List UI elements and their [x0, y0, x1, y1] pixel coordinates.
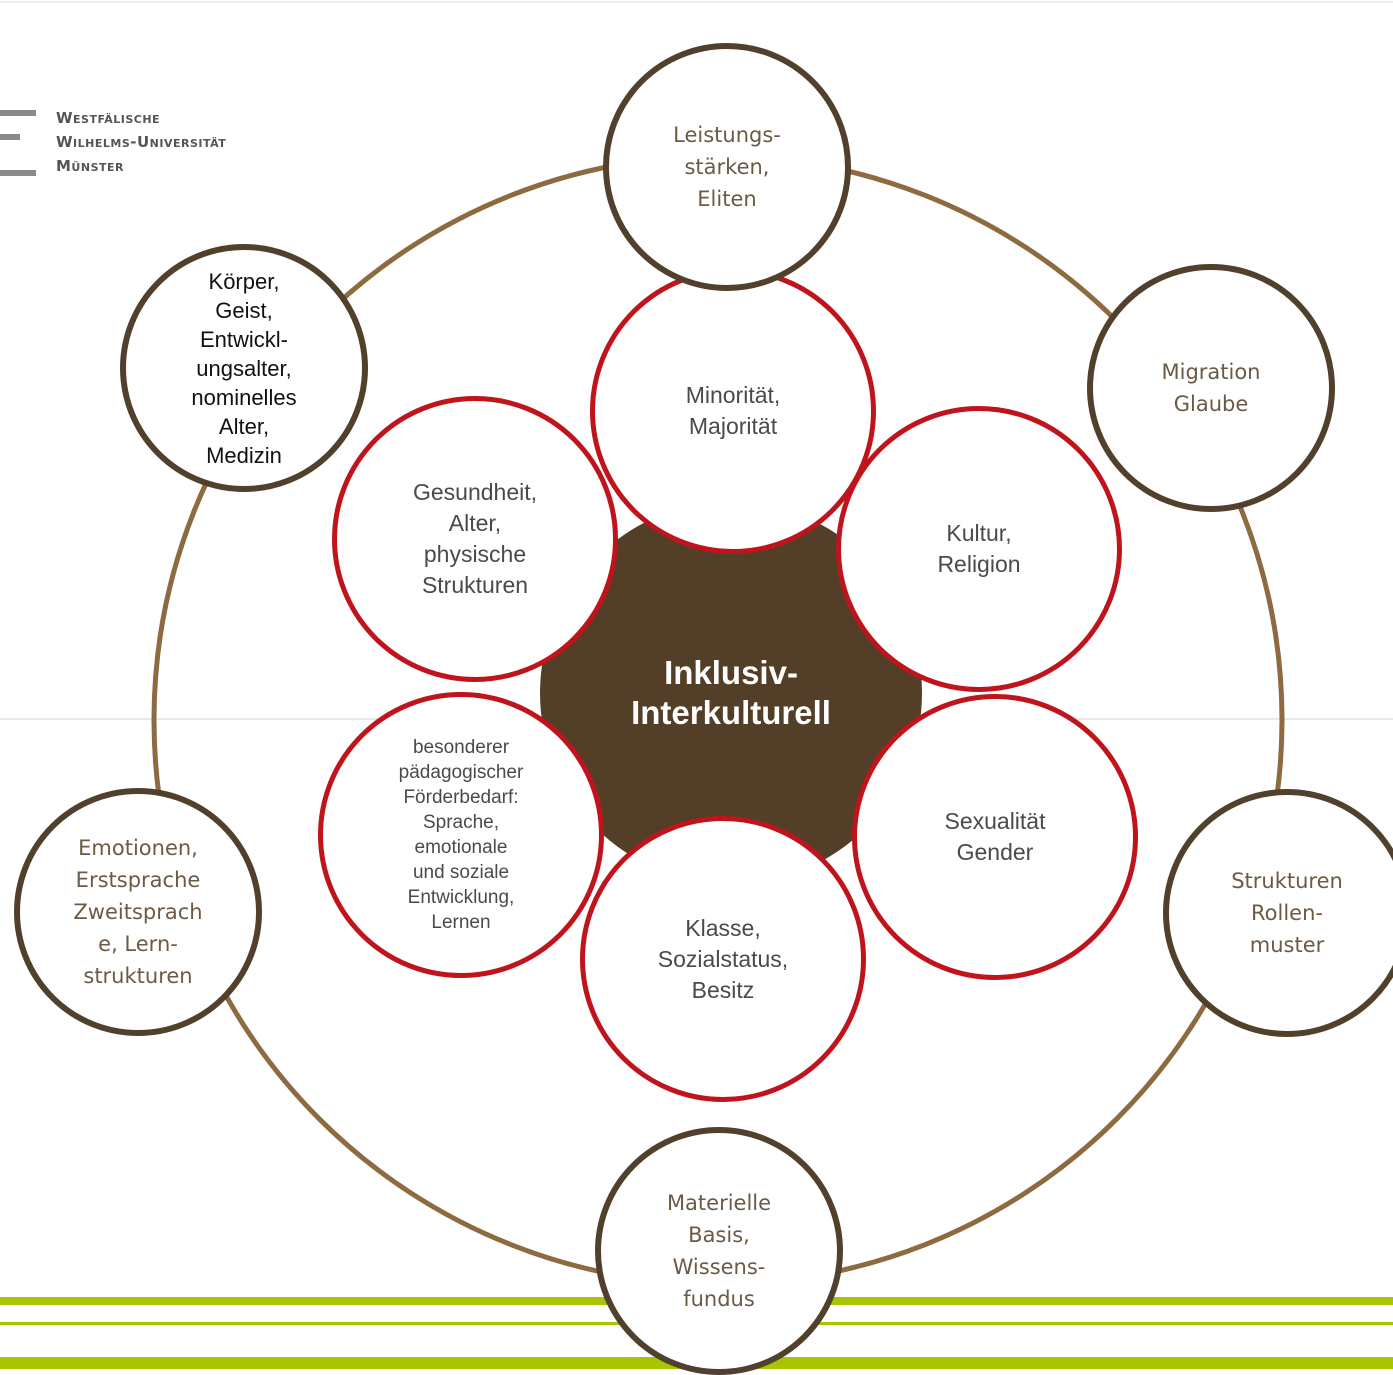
outer-node-materielle: Materielle Basis, Wissens- fundus [595, 1127, 843, 1375]
inner-node-klasse: Klasse, Sozialstatus, Besitz [580, 816, 866, 1102]
logo-bar-1 [0, 110, 36, 116]
outer-node-strukturen: Strukturen Rollen- muster [1163, 789, 1393, 1037]
inner-node-foerderbedarf: besonderer pädagogischer Förderbedarf: S… [318, 692, 604, 978]
logo-bar-3 [0, 170, 36, 176]
outer-node-label: Migration Glaube [1161, 360, 1261, 416]
outer-node-koerper: Körper, Geist, Entwickl- ungsalter, nomi… [120, 244, 368, 492]
outer-node-label: Emotionen, Erstsprache Zweitsprach e, Le… [73, 836, 203, 988]
inner-node-label: Sexualität Gender [944, 808, 1046, 865]
outer-node-label: Materielle Basis, Wissens- fundus [666, 1191, 772, 1311]
inner-node-label: Minorität, Majorität [685, 382, 781, 439]
university-logo: Westfälische Wilhelms-Universität Münste… [0, 104, 320, 184]
logo-text: Westfälische Wilhelms-Universität Münste… [56, 106, 226, 178]
inner-node-gesundheit: Gesundheit, Alter, physische Strukturen [332, 396, 618, 682]
logo-bar-2 [0, 134, 20, 140]
inner-node-label: Klasse, Sozialstatus, Besitz [657, 914, 789, 1003]
inner-node-label: Kultur, Religion [937, 520, 1021, 577]
outer-node-migration: Migration Glaube [1087, 264, 1335, 512]
inner-node-minoritaet: Minorität, Majorität [590, 268, 876, 554]
logo-line-2: Wilhelms-Universität [56, 133, 227, 151]
outer-node-label: Strukturen Rollen- muster [1231, 869, 1343, 957]
outer-node-emotionen: Emotionen, Erstsprache Zweitsprach e, Le… [14, 788, 262, 1036]
outer-node-leistung: Leistungs- stärken, Eliten [603, 43, 851, 291]
logo-line-1: Westfälische [56, 109, 161, 127]
inner-node-sexualitaet: Sexualität Gender [852, 694, 1138, 980]
outer-node-label: Körper, Geist, Entwickl- ungsalter, nomi… [191, 268, 297, 468]
logo-line-3: Münster [56, 157, 124, 175]
center-label: Inklusiv- Interkulturell [631, 654, 831, 731]
inner-node-label: Gesundheit, Alter, physische Strukturen [412, 479, 538, 598]
inner-node-kultur: Kultur, Religion [836, 406, 1122, 692]
outer-node-label: Leistungs- stärken, Eliten [673, 123, 781, 211]
inner-node-label: besonderer pädagogischer Förderbedarf: S… [398, 737, 524, 933]
